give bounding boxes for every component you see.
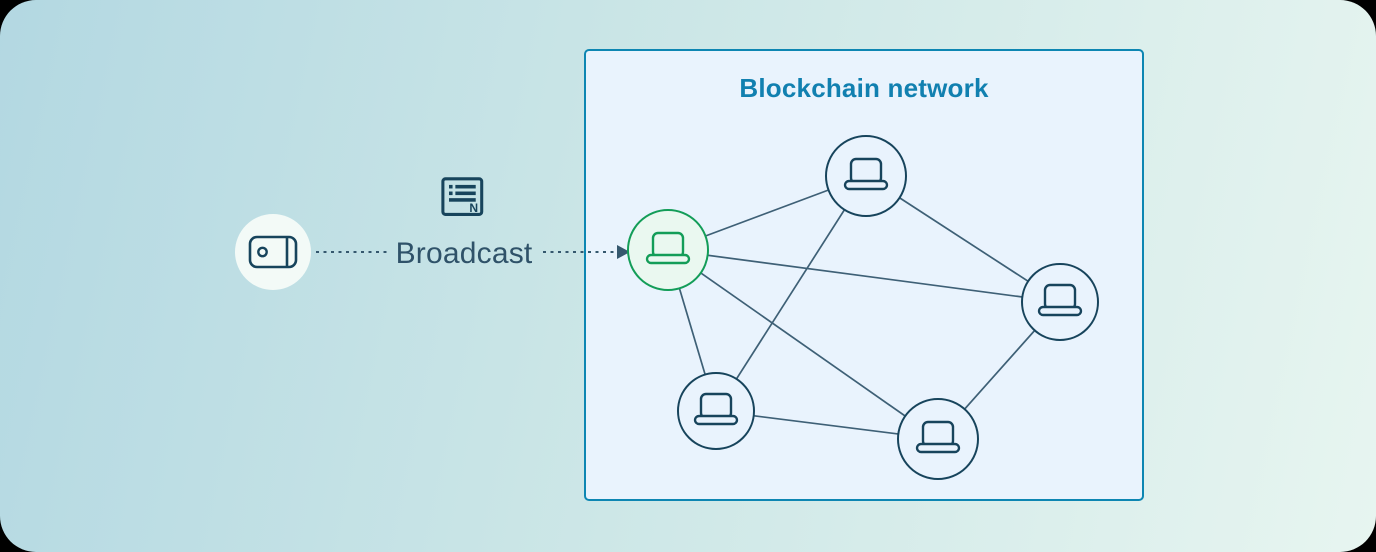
blockchain-network-box: Blockchain network	[584, 49, 1144, 501]
list-line	[455, 184, 476, 189]
list-bullet	[449, 184, 453, 189]
transaction-document-icon: N	[441, 177, 484, 216]
wallet-badge	[235, 214, 311, 290]
list-line	[455, 191, 476, 196]
document-badge-letter: N	[469, 201, 478, 215]
wallet-icon	[248, 235, 298, 269]
list-line	[449, 198, 476, 202]
list-bullet	[449, 191, 453, 196]
blockchain-network-title: Blockchain network	[739, 73, 989, 103]
broadcast-label: Broadcast	[395, 237, 533, 270]
